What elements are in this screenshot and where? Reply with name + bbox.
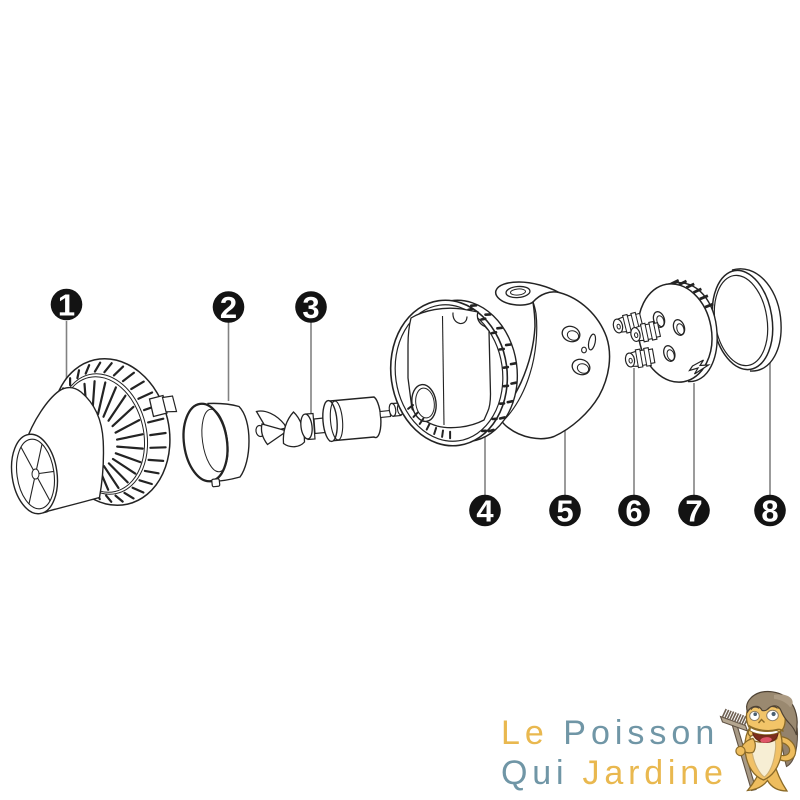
svg-text:Le Poisson: Le Poisson	[501, 714, 719, 752]
svg-text:2: 2	[220, 290, 237, 325]
svg-text:1: 1	[58, 288, 75, 323]
svg-text:8: 8	[761, 494, 778, 529]
svg-text:Qui Jardine: Qui Jardine	[501, 754, 728, 792]
svg-text:7: 7	[685, 494, 702, 529]
svg-text:3: 3	[302, 290, 319, 325]
svg-text:5: 5	[556, 494, 573, 529]
svg-text:6: 6	[625, 494, 642, 529]
svg-text:4: 4	[476, 494, 494, 529]
